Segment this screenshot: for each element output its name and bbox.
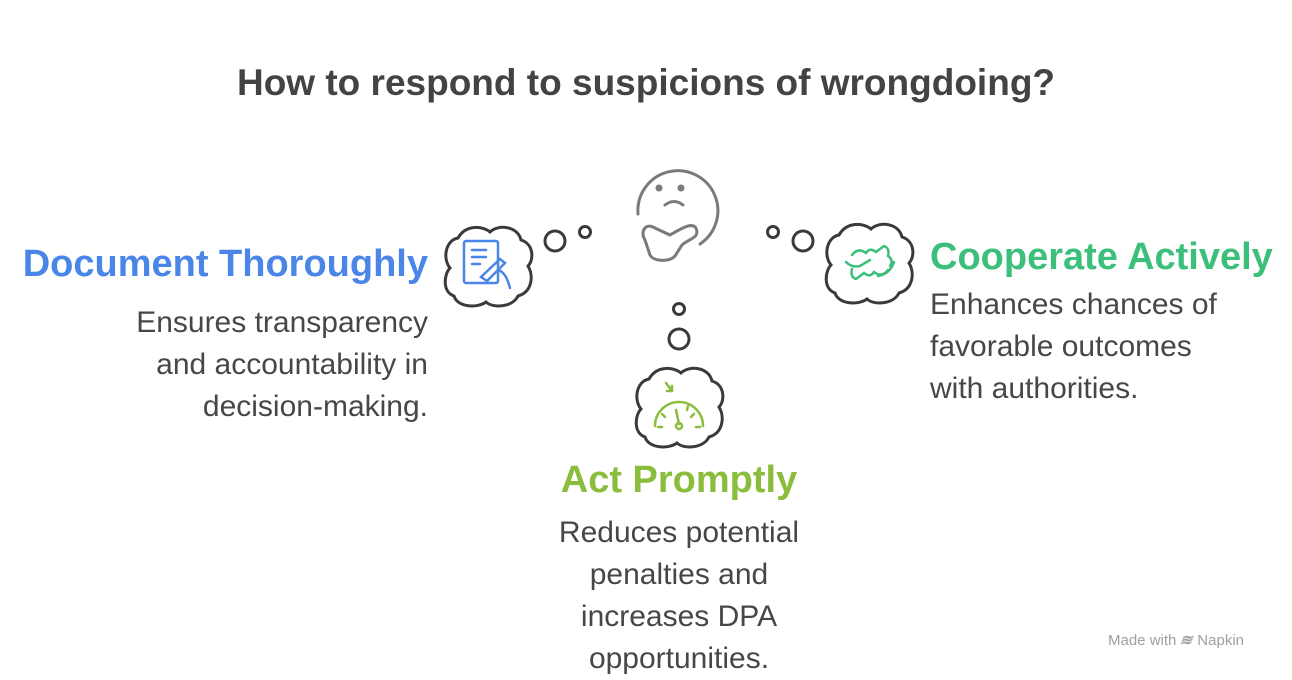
document-writing-icon <box>462 239 512 290</box>
thinking-face-icon <box>636 169 720 262</box>
act-cloud <box>634 366 725 449</box>
napkin-brand-text: Napkin <box>1197 632 1244 649</box>
description-line: Enhances chances of <box>930 288 1217 321</box>
act-promptly-description: Reduces potential penalties and increase… <box>479 512 879 680</box>
description-line: Reduces potential <box>558 516 800 549</box>
description-line: favorable outcomes <box>930 330 1192 363</box>
thought-bubbles <box>543 225 815 351</box>
act-promptly-heading: Act Promptly <box>560 459 798 501</box>
description-line: decision-making. <box>202 390 428 423</box>
napkin-logo-icon: ≋ <box>1177 632 1197 649</box>
document-thoroughly-heading: Document Thoroughly <box>22 243 428 285</box>
cooperate-cloud <box>824 222 915 305</box>
made-with-napkin-badge[interactable]: Made with ≋ Napkin <box>1108 631 1244 649</box>
cooperate-actively-description: Enhances chances of favorable outcomes w… <box>930 284 1270 410</box>
description-line: opportunities. <box>588 642 770 675</box>
diagram-title: How to respond to suspicions of wrongdoi… <box>236 62 1056 103</box>
cooperate-actively-heading: Cooperate Actively <box>930 236 1273 278</box>
handshake-icon <box>844 244 896 281</box>
document-thoroughly-description: Ensures transparency and accountability … <box>68 302 428 428</box>
description-line: Ensures transparency <box>136 306 428 339</box>
document-cloud <box>443 225 534 308</box>
made-with-text: Made with <box>1108 632 1177 649</box>
description-line: penalties and <box>589 558 769 591</box>
description-line: increases DPA <box>580 600 778 633</box>
speedometer-icon <box>653 381 705 431</box>
description-line: and accountability in <box>156 348 428 381</box>
description-line: with authorities. <box>930 372 1139 405</box>
